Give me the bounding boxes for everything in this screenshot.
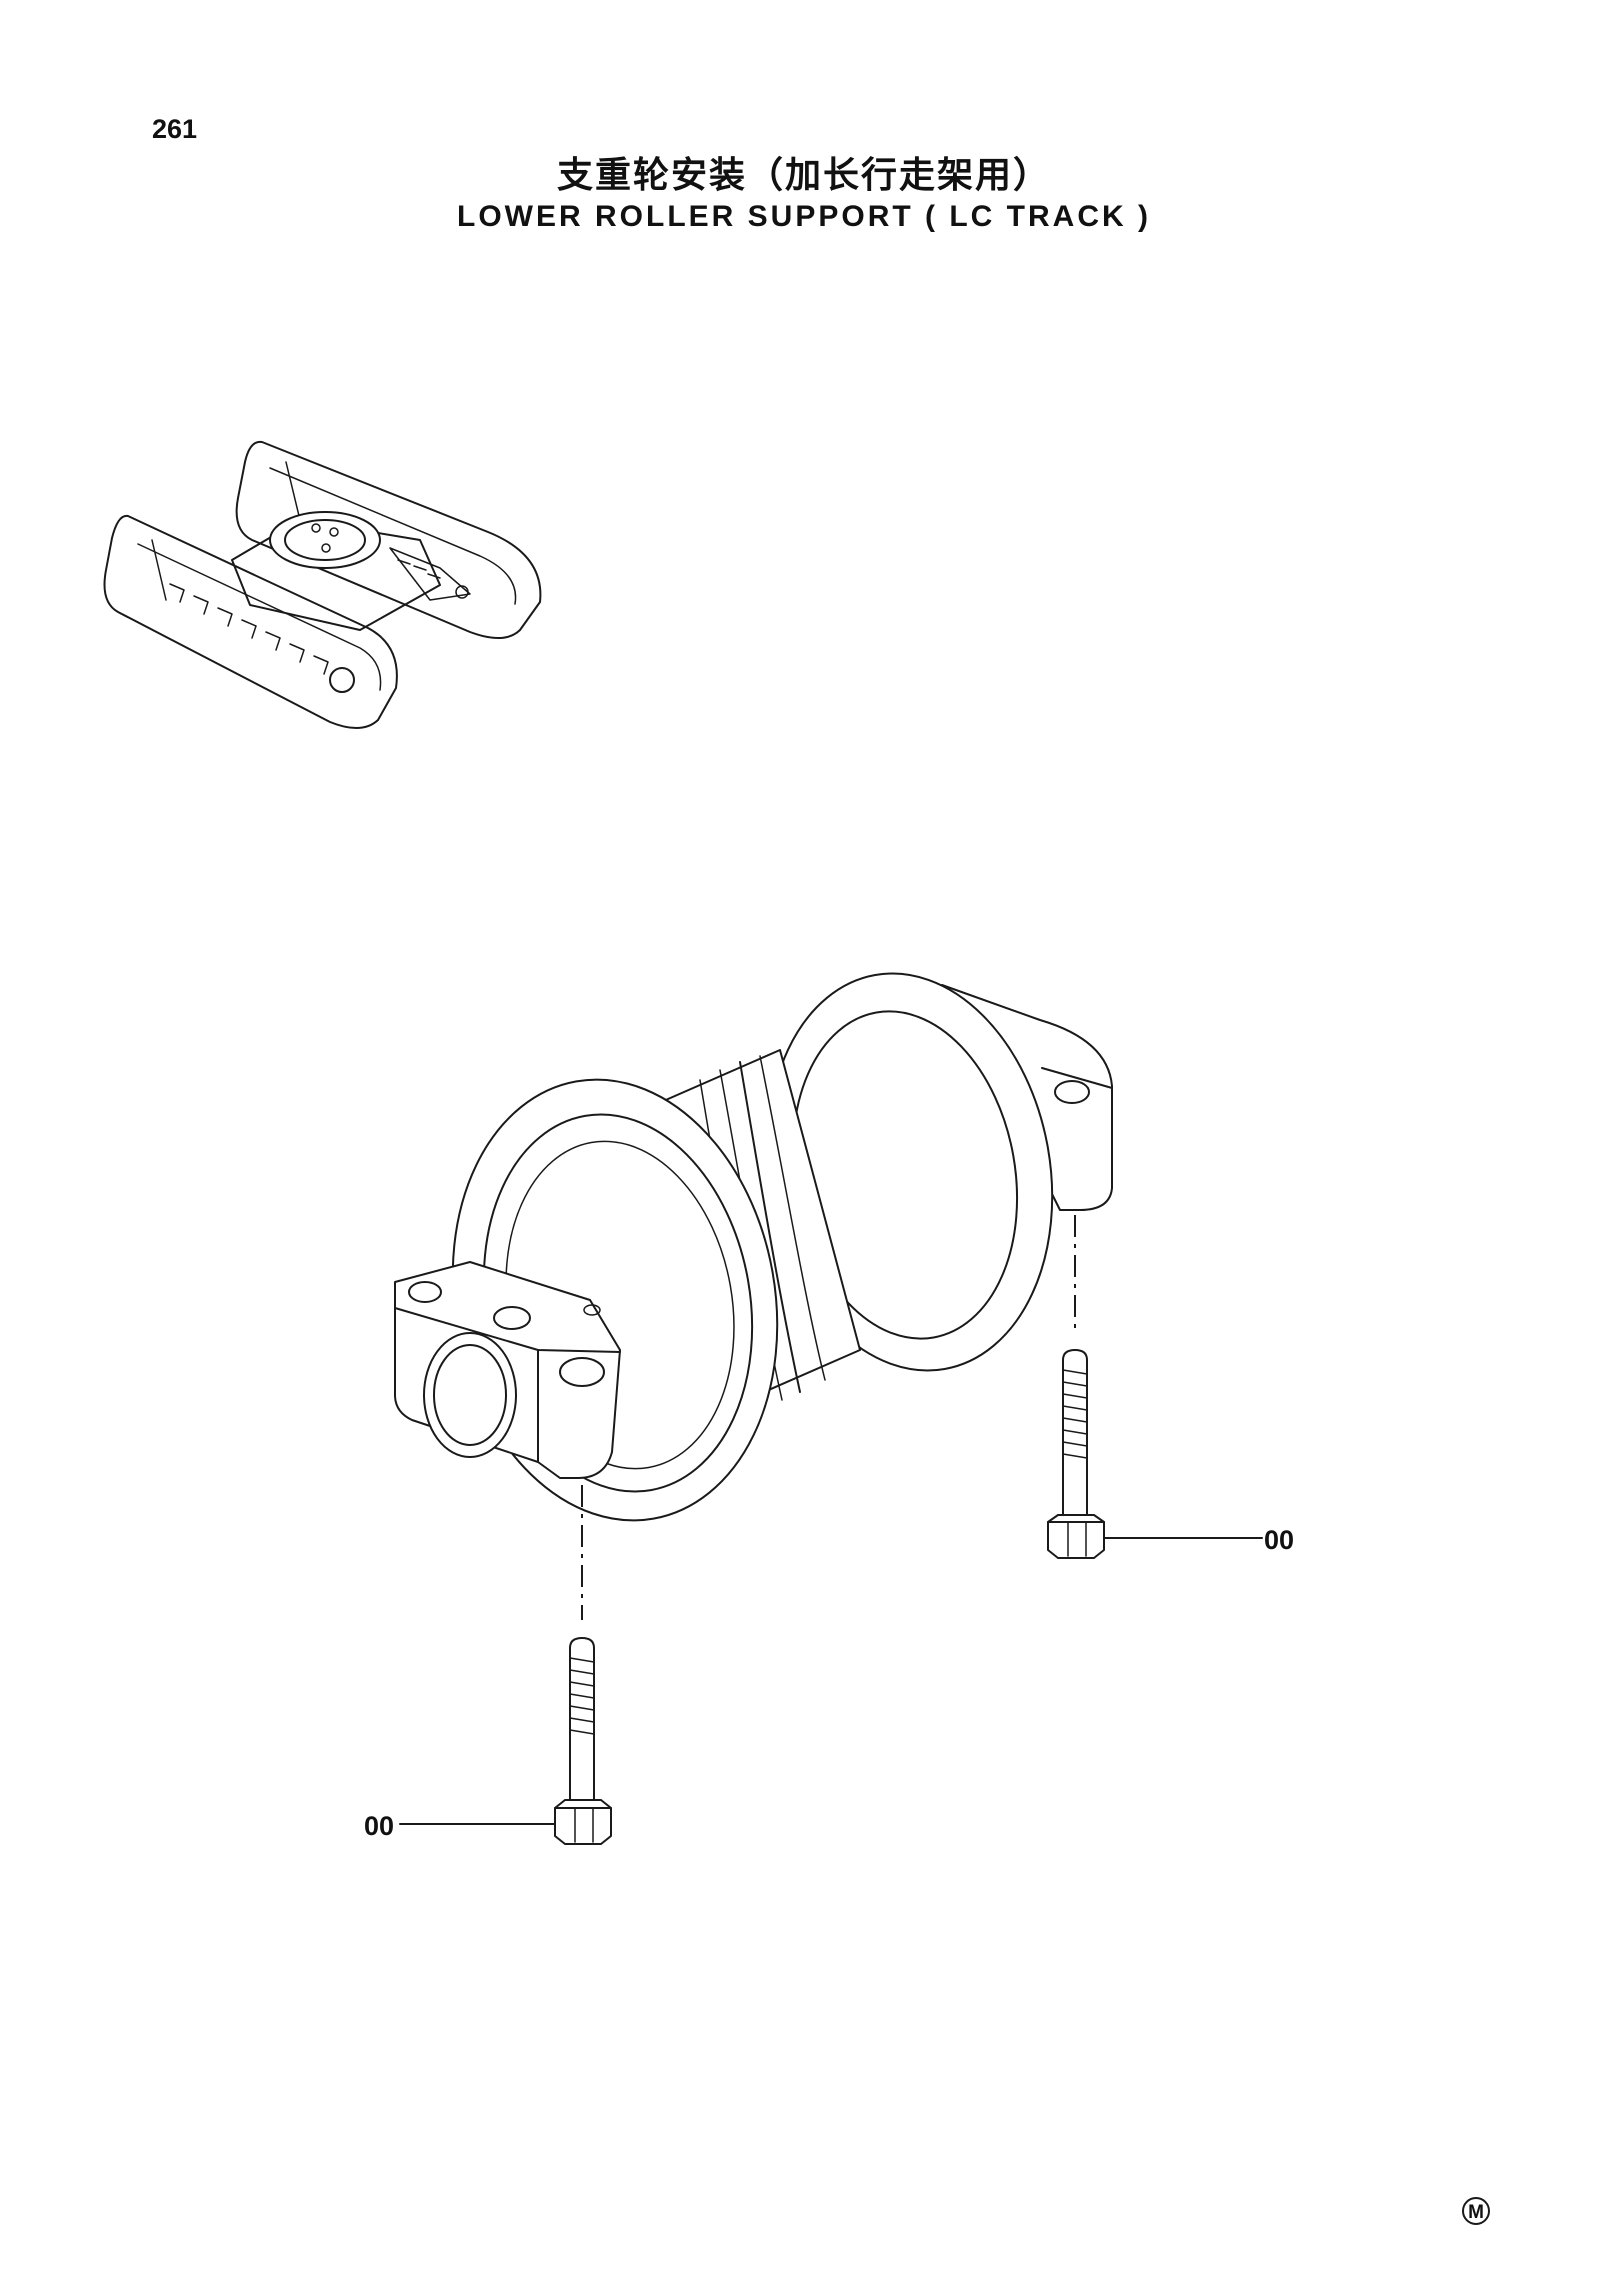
callout-label-bolt-left: 00 [364,1811,394,1841]
undercarriage-locator-view [103,440,542,729]
lower-roller-assembly [394,972,1113,1522]
page-title-english: LOWER ROLLER SUPPORT ( LC TRACK ) [457,200,1151,233]
circled-m-stamp: M [1462,2197,1490,2225]
bolt-left [399,1485,612,1845]
bolt-right [1047,1215,1263,1559]
page-title-chinese: 支重轮安装（加长行走架用） [556,155,1051,196]
page-number: 261 [152,114,198,144]
stamp-letter: M [1468,2202,1484,2223]
callout-label-bolt-right: 00 [1264,1525,1294,1555]
